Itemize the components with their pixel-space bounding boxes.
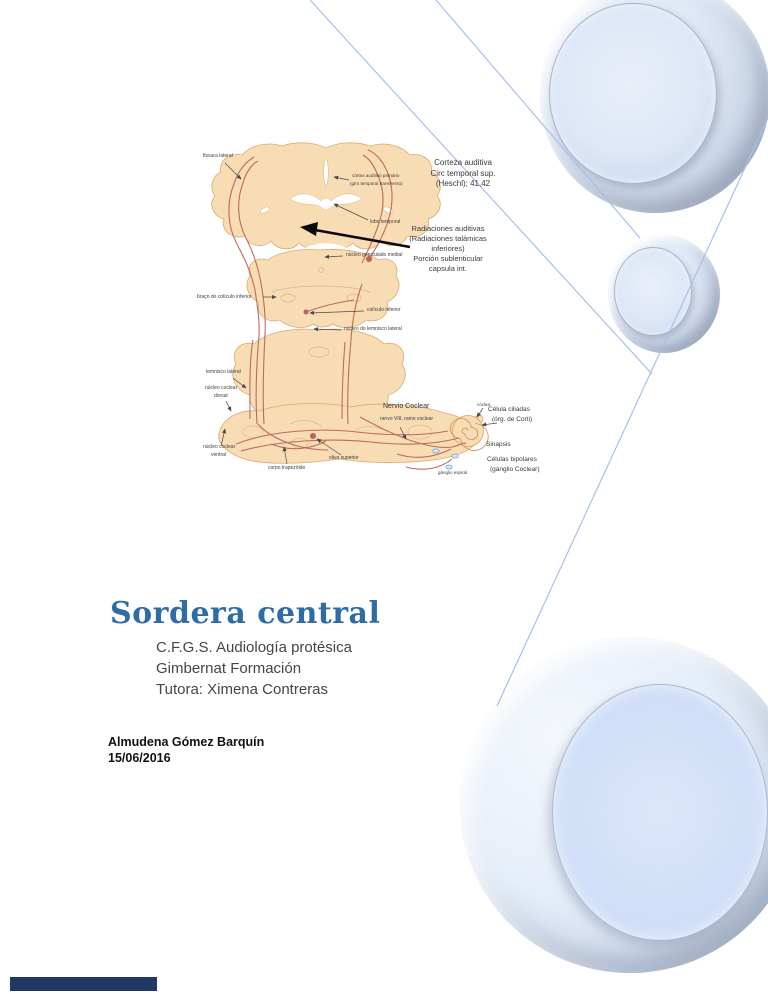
- page-title: Sordera central: [110, 596, 381, 631]
- label-nervio-coclear: Nervio Coclear: [383, 403, 430, 410]
- label-celula-ciliadas-1: Célula ciliadas: [488, 406, 530, 413]
- radiations-arrow: [300, 222, 411, 249]
- nerve-fiber-tracts: [228, 149, 467, 470]
- synapse-nodes: [432, 448, 459, 470]
- decor-disc-bottom: [460, 637, 768, 973]
- annotation-line: (Radiaciones talámicas: [409, 234, 487, 243]
- label-nucleo-coclear-ventral-2: ventral: [211, 452, 227, 458]
- subtitle-line-tutor: Tutora: Ximena Contreras: [156, 681, 329, 698]
- title-block: Sordera central C.F.G.S. Audiología prot…: [110, 597, 530, 700]
- annotation-line: Circ temporal sup.: [430, 168, 496, 178]
- label-fissura-lateral: fissura lateral: [203, 153, 233, 159]
- label-coliculo-inferior: colículo inferior: [367, 307, 401, 313]
- label-lemnisco-lateral: lemnisco lateral: [206, 369, 241, 375]
- annotation-line: Corteza auditiva: [434, 158, 492, 167]
- label-oliva-superior: oliva superior: [329, 455, 359, 461]
- annotation-radiaciones-auditivas: Radiaciones auditivas (Radiaciones talám…: [393, 224, 503, 274]
- label-lobo-temporal: lobo temporal: [370, 219, 401, 225]
- nuclei-dots: [303, 256, 372, 439]
- label-nucleo-coclear-dorsal-1: núcleo coclear: [205, 385, 238, 391]
- label-nucleo-coclear-ventral-1: núcleo coclear: [203, 444, 236, 450]
- annotation-line: Radiaciones auditivas: [411, 224, 485, 233]
- decor-disc-bottom-face: [551, 684, 768, 942]
- decor-disc-middle-face: [613, 246, 692, 337]
- document-date: 15/06/2016: [108, 751, 171, 765]
- label-nervo-viii: nervo VIII, ramo coclear: [380, 416, 434, 422]
- label-giro-temporal: (giro temporal transverso): [350, 181, 403, 186]
- label-corpo-trapezoide: corpo trapezóide: [268, 465, 306, 471]
- label-sinapsis: Sinapsis: [486, 441, 511, 448]
- decor-disc-top-face: [549, 2, 717, 185]
- label-celulas-bipolares-2: (gánglio Coclear): [490, 466, 540, 473]
- midbrain-section: [246, 249, 400, 328]
- subtitle-block: C.F.G.S. Audiología protésica Gimbernat …: [156, 637, 530, 700]
- annotation-line: Porción sublenticular: [413, 254, 483, 263]
- label-celula-ciliadas-2: (órg. de Corti): [492, 416, 533, 423]
- decor-diagonal-lines: [309, 0, 768, 707]
- label-coclea: cóclea: [477, 402, 491, 407]
- footer-accent-bar: [10, 977, 157, 991]
- annotation-line: inferiores): [431, 244, 465, 253]
- label-cortex-auditivo: córtex auditivo primário: [352, 173, 400, 178]
- label-nucleo-lemnisco: núcleo do lemnisco lateral: [344, 326, 402, 332]
- decor-disc-top: [540, 0, 768, 213]
- label-ganglio-espiral: gánglio espiral: [438, 470, 468, 475]
- subtitle-line-course: C.F.G.S. Audiología protésica: [156, 639, 352, 656]
- subtitle-line-school: Gimbernat Formación: [156, 660, 302, 677]
- author-block: Almudena Gómez Barquín 15/06/2016: [108, 734, 264, 766]
- label-braco-coliculo: braço do colículo inferior: [197, 294, 252, 300]
- annotation-line: (Heschl); 41,42: [435, 179, 491, 188]
- author-name: Almudena Gómez Barquín: [108, 735, 265, 749]
- label-nucleo-geniculado: núcleo geniculado medial: [346, 252, 403, 258]
- label-pointer-arrows: [220, 162, 498, 465]
- label-celulas-bipolares-1: Células bipolares: [487, 456, 537, 463]
- label-nucleo-coclear-dorsal-2: dorsal: [214, 393, 228, 399]
- annotation-corteza-auditiva: Corteza auditiva Circ temporal sup. (Hes…: [408, 158, 518, 190]
- annotation-line: capsula int.: [429, 264, 467, 273]
- decor-disc-middle: [608, 235, 720, 353]
